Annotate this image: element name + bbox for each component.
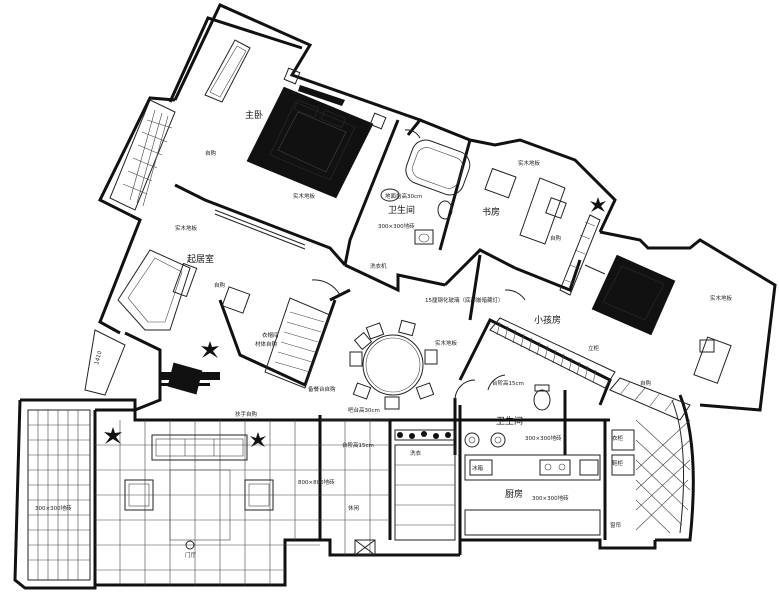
study-furniture: [484, 167, 606, 296]
room-bathroom-1: 卫生间: [388, 204, 415, 216]
label-cloakroom: 衣帽间: [262, 331, 279, 339]
label-sideboard: 备餐台自购: [308, 385, 336, 393]
label-custom-b: 自购: [550, 234, 562, 242]
label-dressing-table: 材体自购: [255, 340, 278, 348]
room-kitchen: 厨房: [505, 488, 523, 500]
label-step-15b: 台阶高15cm: [342, 441, 374, 449]
label-fridge: 冰箱: [472, 464, 484, 472]
label-custom-a: 自购: [214, 281, 226, 289]
room-kids: 小孩房: [534, 314, 561, 326]
label-tile-300-c: 300×300地砖: [525, 434, 562, 442]
hall-grid: [95, 419, 456, 585]
dining-table: [349, 319, 438, 410]
label-wash-machine: 洗衣机: [370, 262, 387, 270]
terrace-grid: [27, 329, 126, 581]
label-entrance: 门厅: [185, 551, 197, 559]
label-tile-800: 800×800地砖: [298, 478, 335, 486]
label-wood-floor-c: 实木地板: [175, 224, 198, 232]
label-glass-shower: 15厘钢化玻璃（底部嵌暗藏灯）: [425, 296, 504, 304]
kitchen-fixtures: [354, 419, 691, 556]
label-washroom: 洗衣: [410, 449, 422, 457]
label-shoe: 鞋柜: [612, 459, 624, 467]
label-wood-floor-e: 实木地板: [435, 339, 458, 347]
label-tile-300-a: 300×300地砖: [378, 222, 415, 230]
annotation-labels: 实木地板 实木地板 实木地板 实木地板 实木地板 地面抬高30cm 300×30…: [35, 149, 733, 559]
label-wood-floor-a: 实木地板: [293, 192, 316, 200]
label-stand: 立柜: [588, 344, 600, 352]
door-swings: [311, 129, 526, 391]
label-floor-raise: 地面抬高30cm: [385, 192, 422, 200]
kids-room-furniture: [489, 254, 732, 421]
room-master-bedroom: 主卧: [245, 109, 263, 121]
label-cabinet-k: 衣柜: [612, 434, 624, 442]
interior-walls: [124, 119, 612, 540]
bathroom2-fixtures: [454, 379, 551, 448]
label-wood-floor-d: 实木地板: [710, 294, 733, 302]
living-room-furniture: [117, 249, 331, 395]
label-window: 窗帘: [610, 521, 622, 529]
label-tile-300-d: 300×300地砖: [532, 494, 569, 502]
label-lounge: 休闲: [348, 504, 360, 512]
bathroom1-fixtures: [380, 139, 471, 245]
label-wood-floor-b: 实木地板: [518, 159, 541, 167]
room-bathroom-2: 卫生间: [496, 415, 523, 427]
label-step-15: 台阶高15cm: [492, 379, 524, 387]
label-custom-c: 自购: [640, 379, 652, 387]
label-bar-30: 吧台高30cm: [348, 406, 380, 414]
room-living: 起居室: [187, 253, 214, 265]
label-tile-300-b: 300×300地砖: [35, 504, 72, 512]
label-custom-cabinet: 自购: [205, 149, 217, 157]
label-handrail: 扶手自购: [235, 410, 258, 418]
room-study: 书房: [482, 206, 500, 218]
room-names: 主卧 卫生间 书房 起居室 小孩房 卫生间 厨房: [187, 109, 561, 500]
master-bedroom-furniture: [109, 39, 387, 250]
label-dimension: 1410: [94, 350, 104, 366]
